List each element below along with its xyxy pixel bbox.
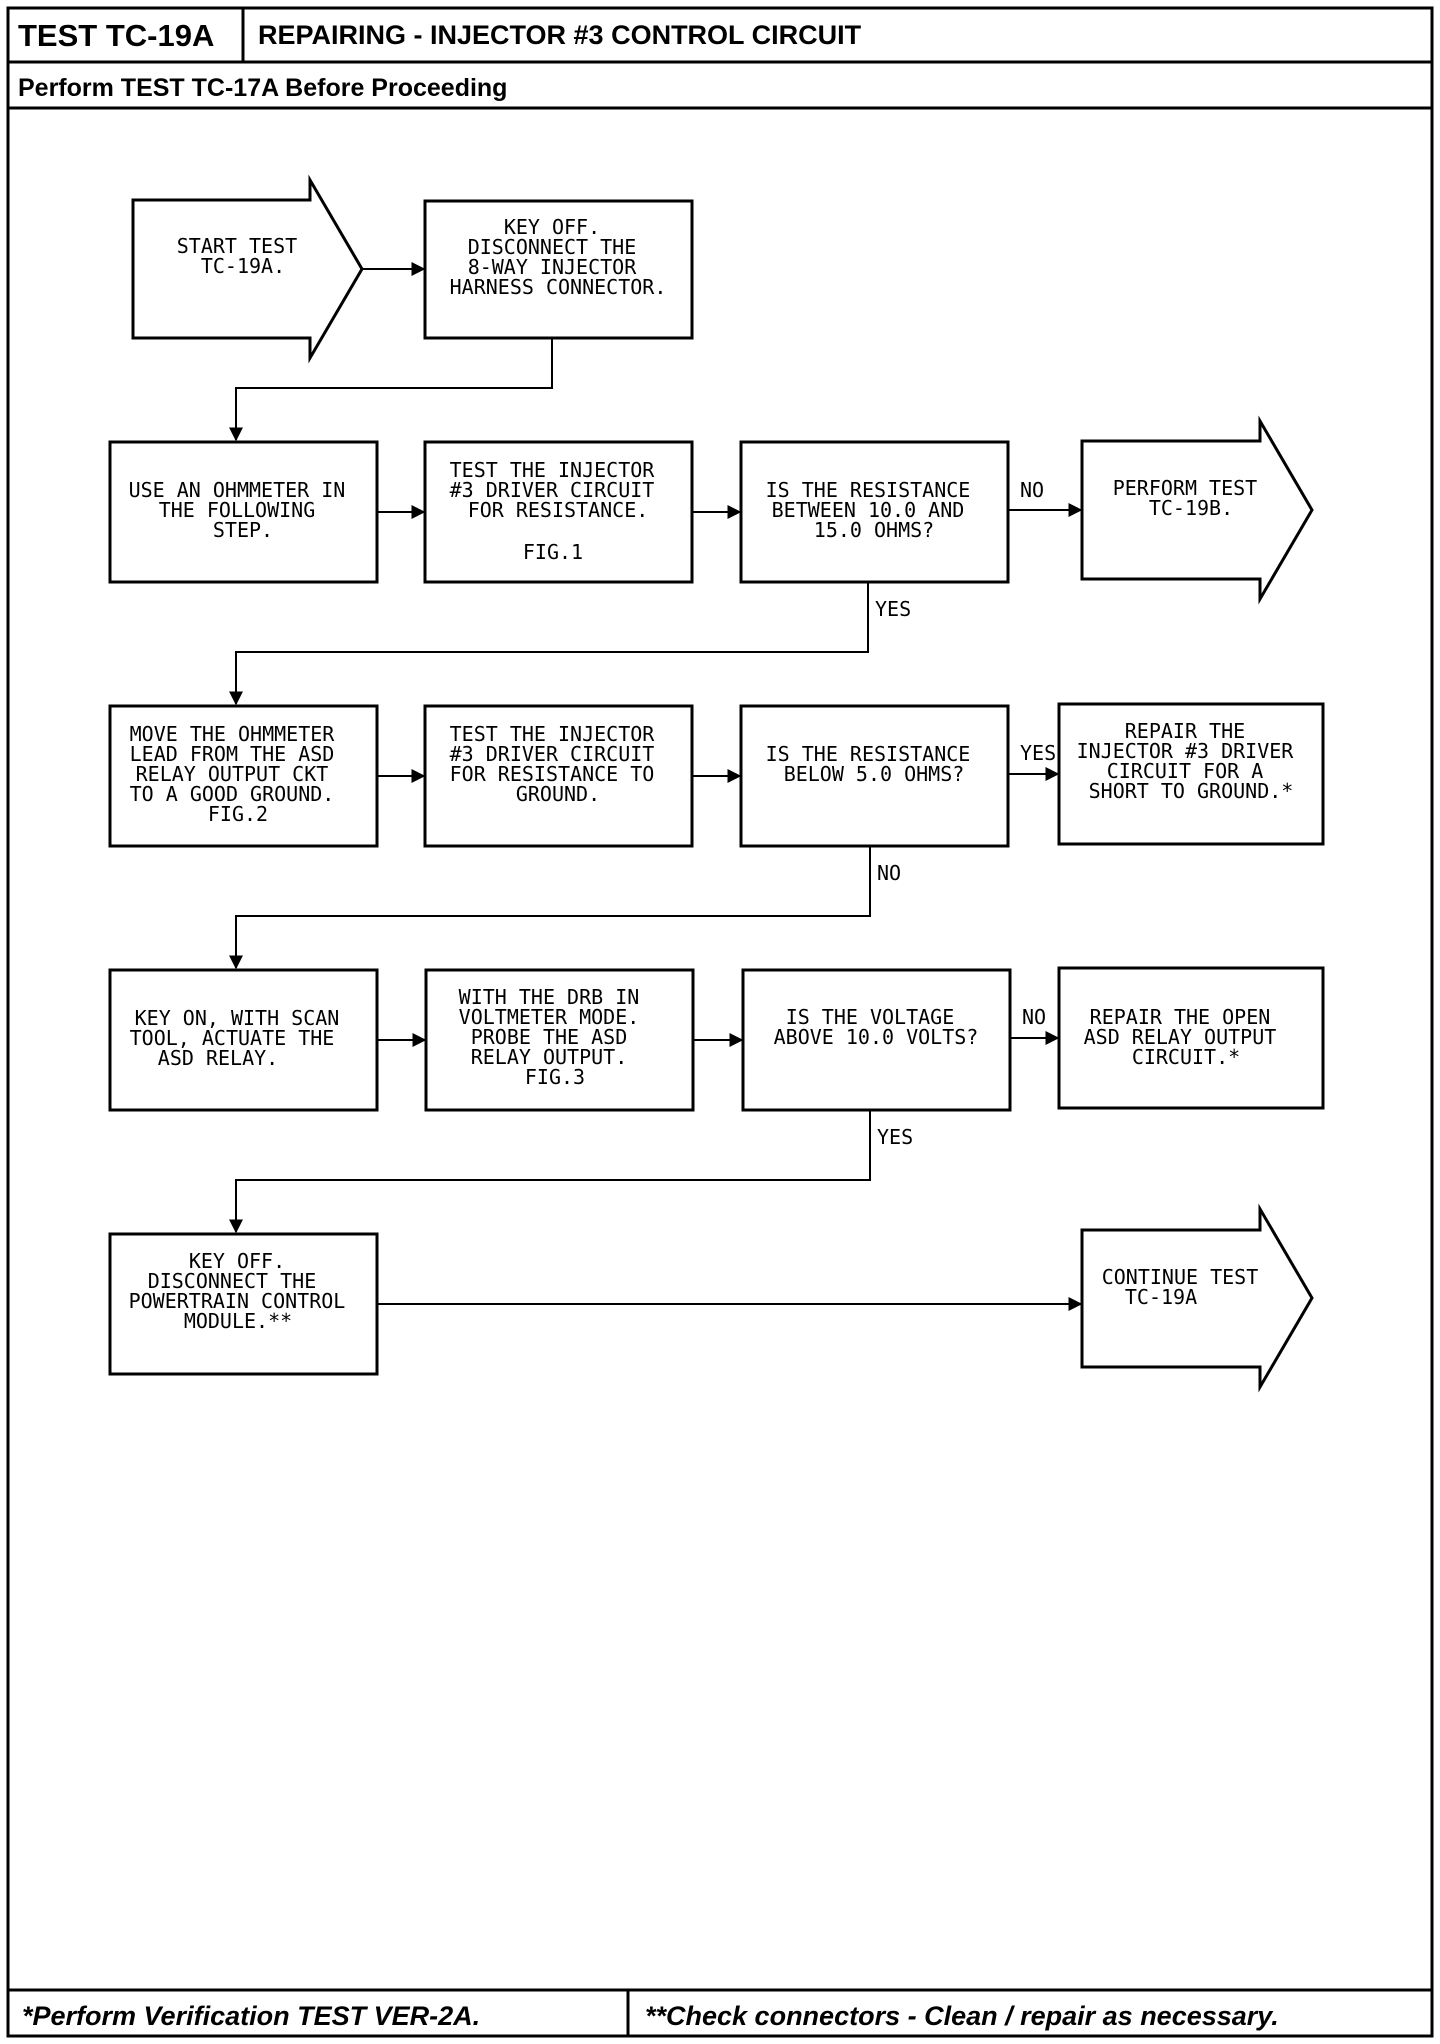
- drb-voltmeter-probe-box: [424, 968, 695, 1112]
- repair-short-to-ground-box: [1057, 702, 1325, 846]
- key-off-disconnect-pcm-box: [108, 1232, 379, 1376]
- test-driver-ground-box: [423, 704, 694, 848]
- branch-label-no-below: NO: [877, 861, 901, 885]
- question-voltage-text: IS THE VOLTAGE ABOVE 10.0 VOLTS?: [774, 1005, 979, 1049]
- question-resistance-below-box: [739, 704, 1010, 848]
- test-driver-resistance-text: TEST THE INJECTOR #3 DRIVER CIRCUIT FOR …: [450, 458, 667, 522]
- use-ohmmeter-text: USE AN OHMMETER IN THE FOLLOWING STEP.: [129, 478, 358, 542]
- test-id: TEST TC-19A: [18, 18, 214, 53]
- repair-short-to-ground-text: REPAIR THE INJECTOR #3 DRIVER CIRCUIT FO…: [1077, 719, 1306, 803]
- footnote-connectors: **Check connectors - Clean / repair as n…: [645, 2001, 1279, 2031]
- move-ohmmeter-lead-box: [108, 704, 379, 848]
- drb-voltmeter-probe-text: WITH THE DRB IN VOLTMETER MODE. PROBE TH…: [459, 985, 652, 1089]
- use-ohmmeter-box: [108, 440, 379, 584]
- move-ohmmeter-lead-text: MOVE THE OHMMETER LEAD FROM THE ASD RELA…: [130, 722, 347, 826]
- branch-label-yes-voltage: YES: [877, 1125, 913, 1149]
- connector-range-yes-to-row3: [229, 582, 869, 706]
- page-title: REPAIRING - INJECTOR #3 CONTROL CIRCUIT: [258, 20, 862, 50]
- branch-label-yes-range: YES: [875, 597, 911, 621]
- start-test-label: START TEST TC-19A.: [177, 234, 309, 278]
- connector-below-no-to-row4: [229, 846, 871, 970]
- perform-tc19b-label: PERFORM TEST TC-19B.: [1113, 476, 1270, 520]
- question-resistance-below-text: IS THE RESISTANCE BELOW 5.0 OHMS?: [766, 742, 983, 786]
- branch-label-yes-below: YES: [1020, 741, 1056, 765]
- repair-open-relay-output-box: [1057, 966, 1325, 1110]
- footnote-verification: *Perform Verification TEST VER-2A.: [22, 2001, 480, 2031]
- question-voltage-box: [741, 968, 1012, 1112]
- prerequisite-note: Perform TEST TC-17A Before Proceeding: [18, 74, 507, 102]
- fig-1-reference: FIG.1: [523, 540, 583, 564]
- key-off-disconnect-injector-text: KEY OFF. DISCONNECT THE 8-WAY INJECTOR H…: [450, 215, 667, 299]
- page-frame: [6, 6, 1434, 2038]
- connector-voltage-yes-to-row5: [229, 1110, 871, 1234]
- repair-open-relay-output-text: REPAIR THE OPEN ASD RELAY OUTPUT CIRCUIT…: [1084, 1005, 1289, 1069]
- question-resistance-range-text: IS THE RESISTANCE BETWEEN 10.0 AND 15.0 …: [766, 478, 983, 542]
- branch-label-no-voltage: NO: [1022, 1005, 1046, 1029]
- continue-test-label: CONTINUE TEST TC-19A: [1102, 1265, 1271, 1309]
- question-resistance-range-box: [739, 440, 1010, 584]
- test-driver-ground-text: TEST THE INJECTOR #3 DRIVER CIRCUIT FOR …: [450, 722, 667, 806]
- test-driver-resistance-box: [423, 440, 694, 584]
- continue-test-arrow-shape: [1080, 1203, 1314, 1393]
- connector-row1-to-row2: [229, 338, 553, 442]
- perform-tc19b-arrow-shape: [1080, 415, 1314, 605]
- start-arrow-shape: [131, 174, 364, 364]
- key-off-disconnect-pcm-text: KEY OFF. DISCONNECT THE POWERTRAIN CONTR…: [129, 1249, 358, 1333]
- key-on-actuate-relay-text: KEY ON, WITH SCAN TOOL, ACTUATE THE ASD …: [130, 1006, 352, 1070]
- branch-label-no-range: NO: [1020, 478, 1044, 502]
